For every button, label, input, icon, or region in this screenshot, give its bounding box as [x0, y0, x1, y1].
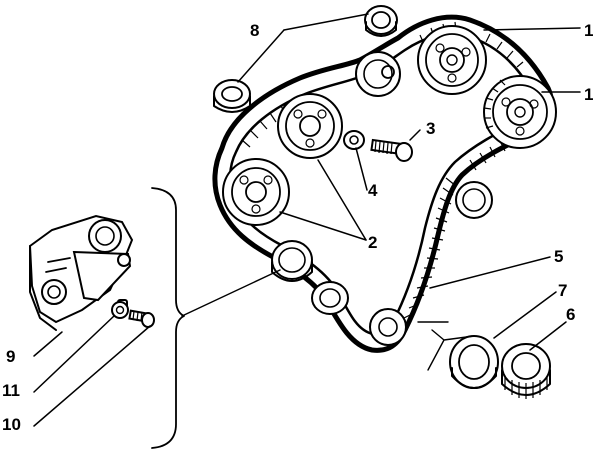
callout-10: 10 — [2, 415, 21, 434]
bearing-ring-left — [213, 79, 251, 113]
callout-2: 2 — [368, 233, 377, 252]
idler-pulley-upper — [277, 93, 343, 159]
crankshaft-sprocket — [369, 308, 407, 346]
drive-sprocket-loose — [501, 343, 551, 399]
callout-1-upper: 1 — [584, 21, 593, 40]
washer — [343, 130, 365, 150]
callout-11: 11 — [2, 381, 20, 400]
bolt — [370, 138, 413, 162]
leader-lines — [33, 13, 581, 427]
camshaft-pulley-right — [483, 75, 557, 149]
tensioner-roller-top — [355, 51, 401, 97]
callout-7: 7 — [558, 281, 567, 300]
callout-4: 4 — [368, 181, 378, 200]
belt-roller-middle — [311, 281, 349, 315]
group-bracket — [151, 187, 185, 449]
screw-small — [128, 309, 155, 328]
callout-labels: 8 1 1 3 4 2 5 7 6 9 11 10 — [2, 21, 593, 434]
callout-1-lower: 1 — [584, 85, 593, 104]
callout-5: 5 — [554, 247, 563, 266]
idler-pulley-lower — [222, 158, 290, 226]
bearing-ring-upper — [364, 5, 398, 37]
oil-seal-ring — [449, 335, 499, 389]
tensioner-bracket-assembly — [28, 214, 134, 331]
callout-9: 9 — [6, 347, 15, 366]
belt-roller-right — [455, 181, 493, 219]
callout-8: 8 — [250, 21, 259, 40]
washer-small — [111, 301, 129, 319]
belt-roller-left — [271, 240, 313, 282]
callout-3: 3 — [426, 119, 435, 138]
callout-6: 6 — [566, 305, 575, 324]
explode-line-bottom — [417, 321, 475, 371]
explode-line-left — [181, 269, 281, 317]
camshaft-pulley-upper — [417, 25, 487, 95]
